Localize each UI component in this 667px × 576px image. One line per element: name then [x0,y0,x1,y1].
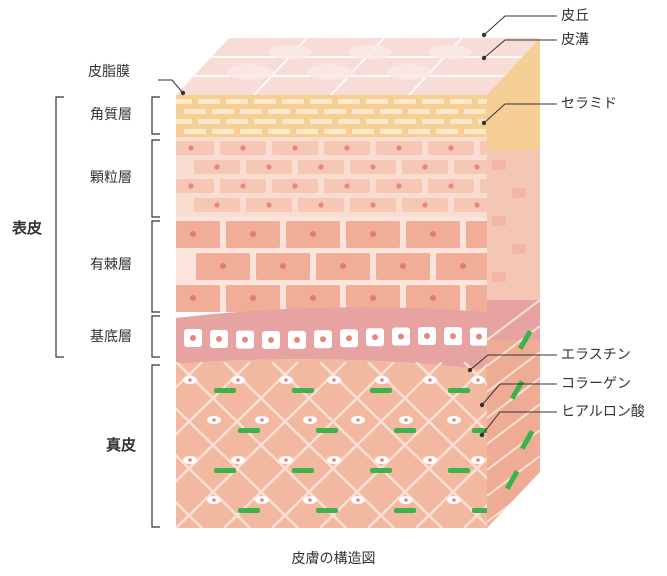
skin-surface [176,37,540,96]
skin-side-face [487,38,540,528]
stratum-spinosum-label: 有棘層 [90,257,132,273]
dermis-collagen-pattern [176,362,487,528]
collagen-label: コラーゲン [561,376,631,392]
epidermis-label: 表皮 [12,219,43,237]
layer-brackets [55,96,160,528]
hyaluronic-acid-label: ヒアルロン酸 [561,404,645,420]
skin-ridge-label: 皮丘 [561,8,589,24]
epidermis-bracket [55,96,64,358]
skin-furrow-label: 皮溝 [561,32,589,48]
sebum-film-label: 皮脂膜 [88,64,130,80]
diagram-caption: 皮膚の構造図 [291,551,376,567]
corneum-brick-pattern [176,99,487,134]
dermis-label: 真皮 [106,436,137,454]
leader-lines [158,15,557,436]
granulosum-cells [176,141,487,212]
stratum-corneum-label: 角質層 [90,107,132,123]
spinosum-cells [176,221,487,312]
ceramide-label: セラミド [561,96,617,112]
dermis-bracket [151,364,160,528]
stratum-basale-label: 基底層 [90,329,132,345]
basale-cells [184,327,487,349]
elastin-label: エラスチン [561,347,631,363]
stratum-granulosum-label: 顆粒層 [90,170,132,186]
